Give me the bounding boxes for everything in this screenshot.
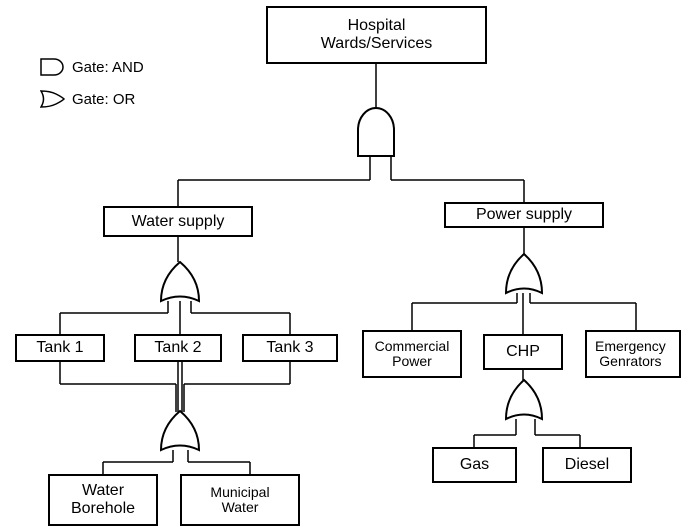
node-municipal-water: Municipal Water [180, 474, 300, 526]
and-gate-icon [40, 58, 64, 76]
legend-or: Gate: OR [40, 90, 135, 108]
or-gate [159, 409, 201, 452]
node-tank-3: Tank 3 [242, 334, 338, 362]
node-gas: Gas [432, 447, 517, 483]
or-gate [504, 378, 544, 421]
node-water-supply: Water supply [103, 206, 253, 237]
legend-and: Gate: AND [40, 58, 144, 76]
node-tank-2: Tank 2 [134, 334, 222, 362]
legend-or-label: Gate: OR [72, 90, 136, 108]
node-commercial-power: Commercial Power [362, 330, 462, 378]
legend-and-label: Gate: AND [72, 58, 144, 76]
node-emergency-generators: Emergency Genrators [585, 330, 681, 378]
or-gate [504, 252, 544, 295]
node-hospital: Hospital Wards/Services [266, 6, 487, 64]
node-water-borehole: Water Borehole [48, 474, 158, 526]
node-diesel: Diesel [542, 447, 632, 483]
and-gate [357, 107, 395, 157]
or-gate [159, 260, 201, 303]
node-tank-1: Tank 1 [15, 334, 105, 362]
node-power-supply: Power supply [444, 202, 604, 228]
or-gate-icon [40, 90, 66, 108]
node-chp: CHP [483, 334, 563, 370]
